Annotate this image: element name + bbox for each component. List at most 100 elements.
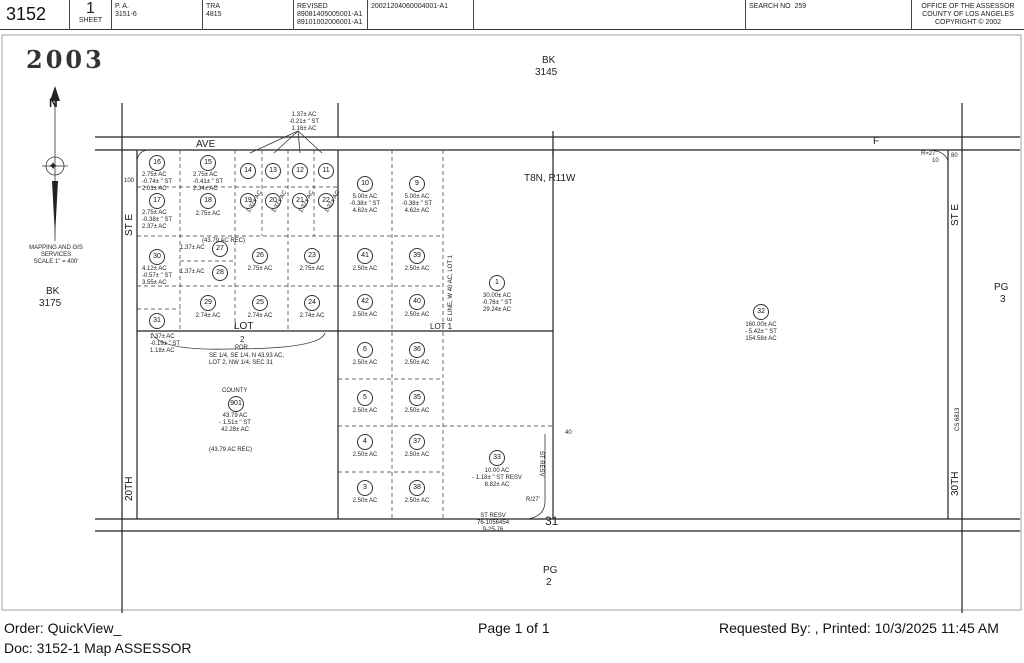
map-year: 2003 <box>26 45 105 74</box>
parcel-32-acreage-line: 154.58± AC <box>745 336 777 342</box>
scale-line-1: MAPPING AND GIS <box>29 245 83 251</box>
hundred-label: 100 <box>124 178 135 184</box>
parcel-5-acreage-line: 2.50± AC <box>352 408 378 414</box>
parcel-36-acreage: 2.50± AC <box>387 360 447 367</box>
parcel-31-number: 31 <box>149 313 165 329</box>
parcel-20-number: 20 <box>265 193 281 209</box>
parcel-37-number: 37 <box>409 434 425 450</box>
ave-label: AVE <box>196 139 216 150</box>
pa-value: 3151-6 <box>115 11 137 18</box>
parcel-25-number: 25 <box>252 295 268 311</box>
top-acreage-note: 1.37± AC -0.21± " ST 1.16± AC <box>284 112 324 133</box>
parcel-39-number: 39 <box>409 248 425 264</box>
parcel-23-acreage-line: 2.75± AC <box>299 266 325 272</box>
lot-one-label: LOT 1 <box>430 322 453 331</box>
pg-bottom-number: 2 <box>546 577 552 588</box>
blank-box <box>474 0 746 30</box>
parcel-42-acreage: 2.50± AC <box>335 312 395 319</box>
pg-bottom-label: PG <box>543 565 558 576</box>
parcel-33-number: 33 <box>489 450 505 466</box>
parcel-17-acreage-line: 2.37± AC <box>142 224 167 230</box>
scale-line-3: SCALE 1" = 400' <box>33 259 79 265</box>
parcel-23-number: 23 <box>304 248 320 264</box>
sheet-box: 1 SHEET <box>70 0 112 30</box>
township-label: T8N, R11W <box>524 173 576 184</box>
parcel-901-number: 901 <box>228 396 244 412</box>
bottom-acreage-note: 1.37± AC -0.19± " ST 1.18± AC <box>150 334 190 355</box>
parcel-40-acreage-line: 2.50± AC <box>404 312 430 318</box>
pa-box: P. A. 3151-6 <box>112 0 203 30</box>
parcel-10-acreage-line: 5.00± AC <box>352 194 378 200</box>
parcel-32-acreage-line: - 5.42± " ST <box>745 329 777 335</box>
parcel-5-number: 5 <box>357 390 373 406</box>
parcel-6-number: 6 <box>357 342 373 358</box>
bot-line-3: 1.18± AC <box>150 348 175 354</box>
parcel-39-acreage-line: 2.50± AC <box>404 266 430 272</box>
sheet-label: SHEET <box>78 17 103 24</box>
tra-value: 4815 <box>206 11 222 18</box>
parcel-16-number: 16 <box>149 155 165 171</box>
p901-line-2: - 1.51± " ST <box>219 420 251 426</box>
top-line-1: 1.37± AC <box>291 112 317 118</box>
parcel-15-number: 15 <box>200 155 216 171</box>
revised-box: REVISED 89081405005001-A1 89101002006001… <box>294 0 368 30</box>
resv-note: ST RESV 76-1056454 9-25-76 <box>477 513 509 534</box>
parcel-17-acreage-line: -0.38± " ST <box>142 217 173 223</box>
parcel-22-number: 22 <box>318 193 334 209</box>
p901-line-1: 43.79 AC <box>222 413 248 419</box>
county-label: COUNTY <box>222 388 248 394</box>
search-label: SEARCH NO <box>749 3 791 10</box>
legal-desc: SE 1/4, SE 1/4, N 43.93 AC, LOT 2, NW 1/… <box>209 353 284 367</box>
office-line-2: COUNTY OF LOS ANGELES <box>922 11 1014 18</box>
bot-line-1: 1.37± AC <box>150 334 175 340</box>
parcel-6-acreage: 2.50± AC <box>335 360 395 367</box>
parcel-10-number: 10 <box>357 176 373 192</box>
bk-left-label: BK <box>46 286 60 297</box>
parcel-18-acreage-line: 2.75± AC <box>195 211 221 217</box>
parcel-27-number: 27 <box>212 241 228 257</box>
north-label: N <box>49 96 58 110</box>
parcel-6-acreage-line: 2.50± AC <box>352 360 378 366</box>
pa-label: P. A. <box>115 3 129 10</box>
parcel-3-acreage-line: 2.50± AC <box>352 498 378 504</box>
parcel-16-acreage-line: 2.01± AC <box>142 186 167 192</box>
st-resv-vertical: ST RESV <box>538 451 544 477</box>
office-line-1: OFFICE OF THE ASSESSOR <box>921 3 1015 10</box>
parcel-30-acreage-line: 4.12± AC <box>142 266 167 272</box>
parcel-23-acreage: 2.75± AC <box>282 266 342 273</box>
map-header: 3152 1 SHEET P. A. 3151-6 TRA 4815 REVIS… <box>0 0 1024 30</box>
parcel-24-acreage: 2.74± AC <box>282 313 342 320</box>
thirtieth-label: 30TH <box>950 471 961 496</box>
bk-left-number: 3175 <box>39 298 62 309</box>
parcel-35-number: 35 <box>409 390 425 406</box>
assessor-map: 2003 N ✦ MAPPING AND GIS SERVICES SCALE … <box>0 31 1024 613</box>
tra-label: TRA <box>206 3 220 10</box>
office-line-3: COPYRIGHT © 2002 <box>934 19 1002 26</box>
lot-left-label: LOT <box>234 321 254 332</box>
parcel-29-acreage-line: 2.74± AC <box>195 313 221 319</box>
parcel-24-number: 24 <box>304 295 320 311</box>
parcel-38-number: 38 <box>409 480 425 496</box>
scale-note: MAPPING AND GIS SERVICES SCALE 1" = 400' <box>18 245 94 266</box>
twentieth-label: 20TH <box>124 476 135 501</box>
parcel-42-number: 42 <box>357 294 373 310</box>
resv-line-2: 76-1056454 <box>477 520 510 526</box>
parcel-36-acreage-line: 2.50± AC <box>404 360 430 366</box>
parcel-32-number: 32 <box>753 304 769 320</box>
section-number: 31 <box>545 514 559 528</box>
parcel-15-acreage-line: 2.75± AC <box>193 172 218 178</box>
parcel-21-number: 21 <box>292 193 308 209</box>
parcel-12-number: 12 <box>292 163 308 179</box>
parcel-3-acreage: 2.50± AC <box>335 498 395 505</box>
parcel-17-number: 17 <box>149 193 165 209</box>
parcel-18-number: 18 <box>200 193 216 209</box>
parcel-16-acreage-line: -0.74± " ST <box>142 179 173 185</box>
revised-1: 89081405005001-A1 <box>297 11 363 18</box>
resv-line-3: 9-25-76 <box>482 527 504 533</box>
cs-label: CS 6813 <box>955 407 961 431</box>
parcel-1-acreage-line: -0.76± " ST <box>481 300 513 306</box>
map-lines <box>1 34 1022 613</box>
parcel-18-acreage: 2.75± AC <box>178 211 238 218</box>
